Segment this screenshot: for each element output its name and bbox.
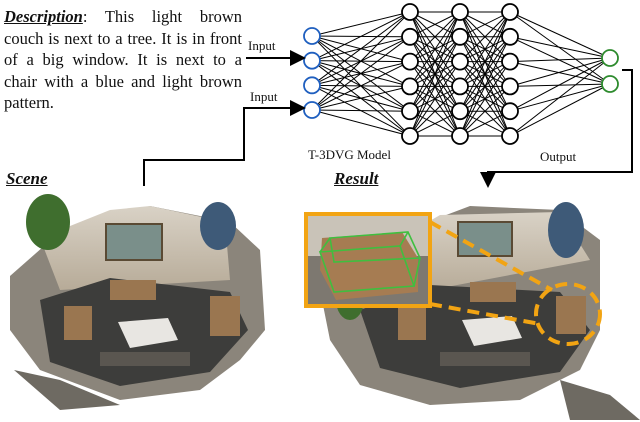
hidden-node bbox=[401, 3, 419, 21]
inset-couch bbox=[320, 232, 418, 300]
result-target-couch bbox=[556, 296, 586, 334]
hidden-node bbox=[401, 102, 419, 121]
description-label: Description bbox=[4, 7, 83, 26]
hidden-node bbox=[451, 52, 469, 71]
hidden-node bbox=[501, 127, 519, 145]
network-link bbox=[459, 11, 511, 137]
output-node bbox=[601, 75, 619, 93]
network-link bbox=[311, 85, 411, 111]
network-link bbox=[409, 11, 461, 38]
output-arrow bbox=[480, 69, 633, 188]
network-link bbox=[459, 11, 511, 112]
hidden-node bbox=[401, 127, 419, 145]
hidden-node bbox=[451, 102, 469, 121]
zoom-inset bbox=[304, 212, 432, 308]
scene-painting bbox=[105, 223, 163, 261]
network-link bbox=[409, 11, 461, 112]
network-link bbox=[311, 61, 411, 111]
network-link bbox=[311, 36, 411, 111]
network-link bbox=[509, 83, 611, 87]
network-link bbox=[509, 57, 611, 87]
network-link bbox=[459, 61, 511, 137]
network-link bbox=[409, 36, 461, 137]
hidden-node bbox=[401, 77, 419, 96]
network-link bbox=[509, 57, 611, 63]
output-label: Output bbox=[540, 149, 577, 164]
result-heading: Result bbox=[334, 169, 379, 188]
network-link bbox=[311, 11, 411, 62]
network-link bbox=[459, 11, 511, 38]
hidden-node bbox=[401, 27, 419, 46]
network-link bbox=[509, 11, 611, 85]
hidden-node bbox=[501, 77, 519, 96]
network-link bbox=[509, 36, 611, 59]
network-link bbox=[409, 61, 461, 137]
input-label-1: Input bbox=[248, 38, 276, 53]
network-link bbox=[509, 36, 611, 85]
network-link bbox=[509, 61, 611, 85]
network-link bbox=[509, 57, 611, 137]
network-link bbox=[409, 110, 461, 137]
network-link bbox=[459, 86, 511, 137]
network-connections bbox=[311, 11, 611, 137]
scene-heading: Scene bbox=[6, 169, 48, 188]
network-link bbox=[459, 11, 511, 87]
input-node bbox=[303, 101, 321, 119]
network-link bbox=[409, 86, 461, 137]
result-image bbox=[320, 202, 640, 420]
scene-couch bbox=[110, 280, 156, 300]
network-link bbox=[459, 36, 511, 137]
hidden-node bbox=[501, 102, 519, 121]
scene-plant-left bbox=[26, 194, 70, 250]
network-link bbox=[509, 57, 611, 112]
scene-image bbox=[10, 194, 265, 410]
hidden-node bbox=[501, 27, 519, 46]
network-link bbox=[409, 11, 461, 137]
input-node bbox=[303, 76, 321, 95]
hidden-node bbox=[451, 3, 469, 21]
output-node bbox=[601, 49, 619, 67]
network-link bbox=[409, 11, 461, 62]
network-link bbox=[459, 110, 511, 137]
network-nodes bbox=[303, 3, 619, 145]
description-body: : This light brown couch is next to a tr… bbox=[4, 7, 242, 112]
hidden-node bbox=[401, 52, 419, 71]
description-text: Description: This light brown couch is n… bbox=[4, 6, 242, 114]
input-node bbox=[303, 51, 321, 70]
network-link bbox=[311, 11, 411, 37]
network-link bbox=[311, 11, 411, 111]
hidden-node bbox=[451, 27, 469, 46]
model-label: T-3DVG Model bbox=[308, 147, 391, 162]
input-arrow-2 bbox=[143, 100, 306, 186]
hidden-node bbox=[451, 77, 469, 96]
network-link bbox=[311, 11, 411, 86]
input-node bbox=[303, 27, 321, 45]
hidden-node bbox=[451, 127, 469, 145]
hidden-node bbox=[501, 3, 519, 21]
input-label-2: Input bbox=[250, 89, 278, 104]
network-link bbox=[459, 11, 511, 62]
hidden-node bbox=[501, 52, 519, 71]
network-link bbox=[409, 11, 461, 87]
network-link bbox=[311, 109, 411, 137]
scene-plant-right bbox=[200, 202, 236, 250]
network-link bbox=[509, 83, 611, 137]
target-highlight bbox=[429, 220, 602, 346]
network-link bbox=[509, 11, 611, 59]
network-link bbox=[311, 109, 411, 112]
